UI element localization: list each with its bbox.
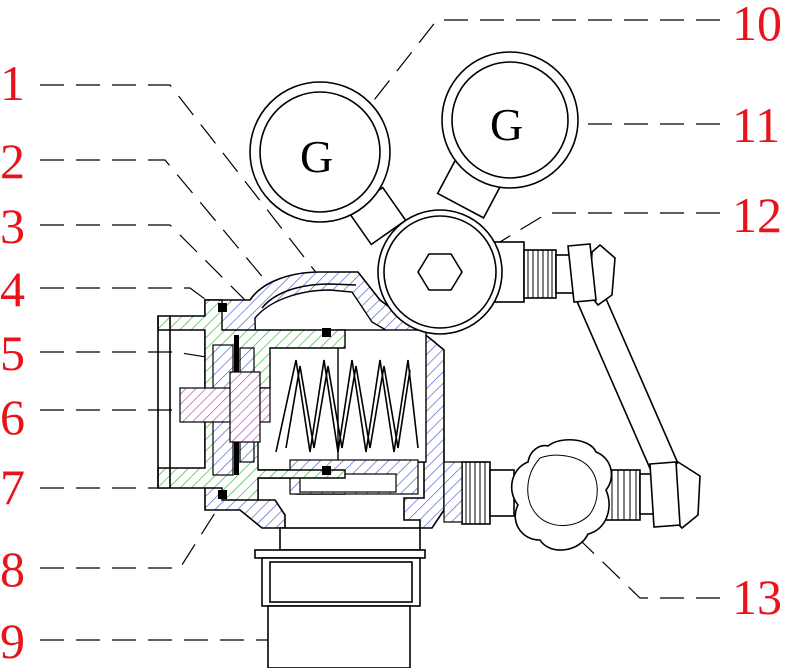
callout-10: 10 [732, 0, 782, 51]
leader-4 [40, 287, 229, 317]
callout-8: 8 [0, 541, 25, 597]
leader-3 [40, 224, 291, 346]
leader-lines [40, 19, 720, 641]
spring [275, 359, 419, 453]
leader-8 [40, 504, 221, 569]
callout-9: 9 [0, 613, 25, 668]
leader-10 [359, 19, 720, 119]
callout-3: 3 [0, 198, 25, 254]
callout-5: 5 [0, 325, 25, 381]
callout-6: 6 [0, 389, 25, 445]
gauge-left: G [249, 81, 407, 246]
bottom-outlet [254, 527, 426, 668]
diaphragm-stack [179, 303, 331, 499]
callout-7: 7 [0, 459, 25, 515]
gauge-right-letter: G [490, 99, 523, 150]
leader-1 [40, 84, 319, 276]
callout-2: 2 [0, 133, 25, 189]
callout-11: 11 [732, 97, 780, 153]
gauge-right: G [436, 51, 579, 219]
callout-4: 4 [0, 261, 25, 317]
callout-13: 13 [732, 569, 782, 625]
hex-bonnet [377, 209, 503, 335]
gauge-left-letter: G [300, 131, 333, 182]
callout-1: 1 [0, 55, 25, 111]
leader-13 [579, 539, 720, 599]
leader-5 [40, 351, 226, 361]
leader-2 [40, 159, 301, 323]
callout-12: 12 [732, 187, 782, 243]
valve-knob [510, 439, 613, 551]
